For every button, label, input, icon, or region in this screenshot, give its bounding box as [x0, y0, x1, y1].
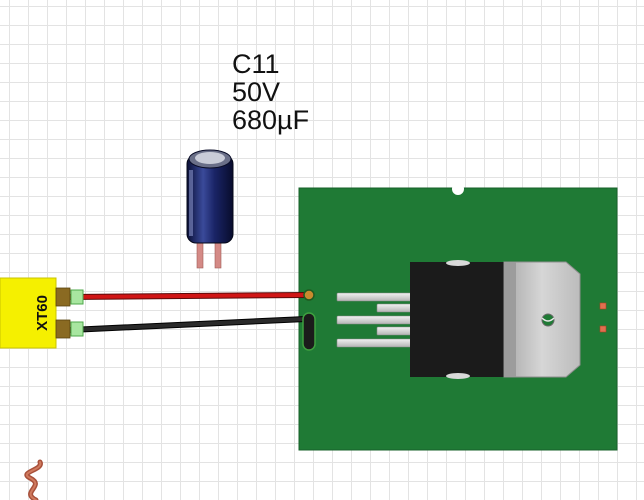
- smd-pad: [599, 302, 607, 310]
- capacitor-ref: C11: [232, 49, 280, 79]
- wire-negative[interactable]: [68, 317, 308, 332]
- pcb-pad-positive[interactable]: [303, 289, 315, 301]
- xt60-connector[interactable]: XT60: [0, 277, 84, 349]
- capacitor-label: C11 50V 680µF: [232, 50, 309, 134]
- wire-positive[interactable]: [66, 293, 308, 299]
- pcb-pad-negative[interactable]: [302, 312, 316, 351]
- xt60-terminal: [55, 319, 71, 339]
- capacitor-capacitance: 680µF: [232, 105, 310, 135]
- xt60-body: [0, 277, 57, 349]
- regulator-pins: [336, 292, 418, 348]
- capacitor-voltage: 50V: [232, 77, 281, 107]
- heatsink-hole: [541, 313, 555, 327]
- regulator-body: [410, 262, 506, 377]
- xt60-label: XT60: [34, 295, 51, 331]
- wires: [65, 292, 309, 333]
- xt60-pin-highlight: [70, 289, 84, 305]
- capacitor-c11[interactable]: [186, 149, 234, 269]
- voltage-regulator[interactable]: [336, 260, 581, 379]
- smd-pad: [599, 325, 607, 333]
- xt60-pin-highlight: [70, 321, 84, 337]
- coiled-wire-fragment: [24, 459, 43, 500]
- capacitor-polarity-stripe: [189, 170, 193, 236]
- mounting-hole: [452, 183, 464, 195]
- xt60-terminal: [55, 287, 71, 307]
